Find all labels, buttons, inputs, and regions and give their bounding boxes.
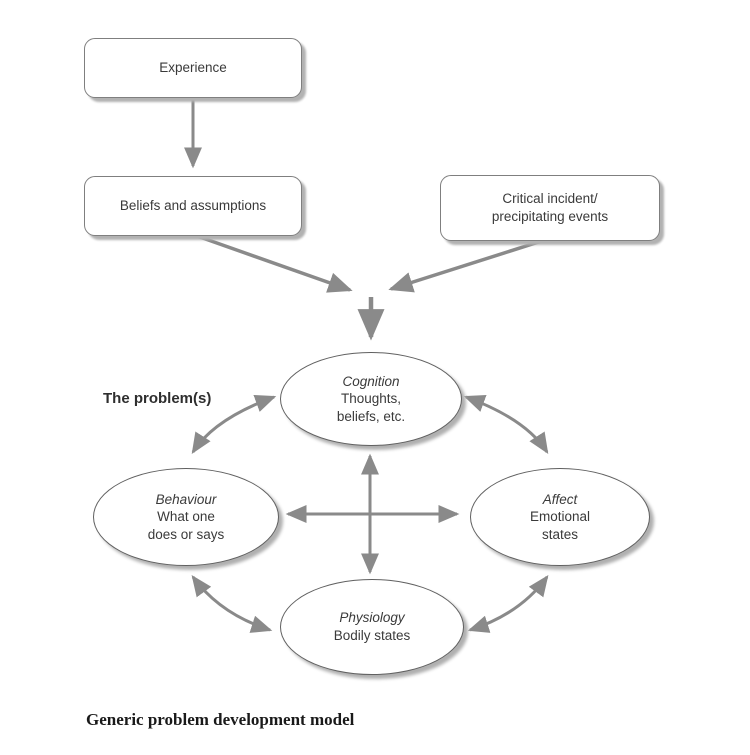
ellipse-affect: Affect Emotional states <box>470 468 650 566</box>
box-label-line: precipitating events <box>491 209 609 224</box>
ellipse-line: Bodily states <box>333 628 411 643</box>
problem-label: The problem(s) <box>103 390 212 407</box>
ellipse-line: states <box>541 526 579 542</box>
ellipse-title: Physiology <box>339 610 405 626</box>
box-label: Beliefs and assumptions <box>119 198 267 214</box>
box-beliefs-and-assumptions: Beliefs and assumptions <box>84 176 302 236</box>
box-label: Experience <box>159 60 227 76</box>
ellipse-line: What one <box>157 509 215 525</box>
ellipse-cognition: Cognition Thoughts, beliefs, etc. <box>280 352 462 446</box>
arrow-affect-physiology <box>467 575 549 633</box>
box-critical-incident: Critical incident/ precipitating events <box>440 175 660 241</box>
ellipse-title: Cognition <box>342 373 400 389</box>
ellipse-line: beliefs, etc. <box>336 408 406 424</box>
arrow-behaviour-physiology <box>191 575 273 633</box>
ellipse-line: does or says <box>147 526 225 542</box>
ellipse-physiology: Physiology Bodily states <box>280 579 464 675</box>
ellipse-title: Affect <box>542 491 578 507</box>
arrow-critical-to-center <box>388 238 546 293</box>
diagram-caption: Generic problem development model <box>86 710 355 729</box>
arrow-beliefs-to-center <box>196 234 353 293</box>
arrow-cognition-affect <box>463 394 549 455</box>
arrow-cognition-behaviour <box>191 394 277 455</box>
box-experience: Experience <box>84 38 302 98</box>
ellipse-line: Emotional <box>529 509 591 525</box>
ellipse-behaviour: Behaviour What one does or says <box>93 468 279 566</box>
box-label-line: Critical incident/ <box>502 191 598 207</box>
ellipse-title: Behaviour <box>155 491 217 507</box>
ellipse-line: Thoughts, <box>340 391 402 407</box>
